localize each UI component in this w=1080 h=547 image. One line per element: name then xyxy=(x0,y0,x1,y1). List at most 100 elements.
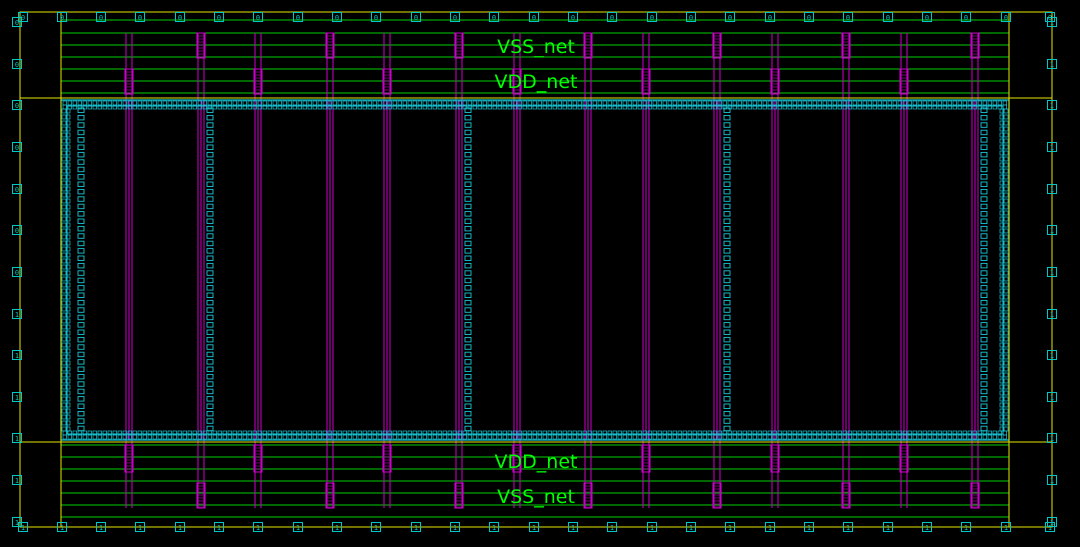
svg-text:0: 0 xyxy=(689,14,693,22)
vdd-strap-2 xyxy=(383,33,391,508)
svg-text:0: 0 xyxy=(650,14,654,22)
pin-top-10: 0 xyxy=(411,12,421,22)
vdd-strap-6 xyxy=(900,33,908,508)
pin-top-18: 0 xyxy=(725,12,735,22)
strap-via-column-1 xyxy=(206,107,214,432)
pin-bottom-16: 1 xyxy=(647,522,657,532)
svg-text:1: 1 xyxy=(414,524,418,532)
svg-text:0: 0 xyxy=(15,269,19,277)
svg-text:1: 1 xyxy=(138,524,142,532)
vss-strap-6 xyxy=(971,33,979,508)
core-power-ring xyxy=(60,99,1010,441)
pin-bottom-14: 1 xyxy=(568,522,578,532)
pin-bottom-2: 1 xyxy=(96,522,106,532)
vss-strap-3 xyxy=(584,33,592,508)
pin-left-4: 0 xyxy=(12,184,22,194)
pin-right-3: 1 xyxy=(1047,142,1057,152)
pin-top-16: 0 xyxy=(647,12,657,22)
pin-bottom-19: 1 xyxy=(765,522,775,532)
pin-right-5: 1 xyxy=(1047,225,1057,235)
svg-text:1: 1 xyxy=(15,394,19,402)
pin-top-2: 0 xyxy=(96,12,106,22)
vdd-strap-4 xyxy=(642,33,650,508)
svg-text:1: 1 xyxy=(807,524,811,532)
svg-text:0: 0 xyxy=(1004,14,1008,22)
svg-text:1: 1 xyxy=(60,524,64,532)
vss-stub-top-0 xyxy=(196,32,206,59)
svg-text:1: 1 xyxy=(15,435,19,443)
pin-bottom-15: 1 xyxy=(607,522,617,532)
pin-bottom-25: 1 xyxy=(1001,522,1011,532)
net-labels: VSS_net VDD_net VDD_net VSS_net xyxy=(495,36,578,508)
pin-top-20: 0 xyxy=(804,12,814,22)
pin-top-15: 0 xyxy=(607,12,617,22)
pin-top-21: 0 xyxy=(843,12,853,22)
svg-text:0: 0 xyxy=(964,14,968,22)
svg-text:0: 0 xyxy=(768,14,772,22)
pin-right-6: 1 xyxy=(1047,267,1057,277)
svg-text:0: 0 xyxy=(610,14,614,22)
pin-left-3: 0 xyxy=(12,142,22,152)
svg-text:0: 0 xyxy=(296,14,300,22)
strap-via-column-4 xyxy=(980,107,988,432)
svg-text:1: 1 xyxy=(1050,477,1054,485)
strap-via-column-2 xyxy=(464,107,472,432)
vss-strap-4 xyxy=(713,33,721,508)
vss-strap-1 xyxy=(326,33,334,508)
svg-text:1: 1 xyxy=(1050,227,1054,235)
pin-bottom-11: 1 xyxy=(450,522,460,532)
pin-left-11: 1 xyxy=(12,475,22,485)
svg-text:0: 0 xyxy=(15,19,19,27)
pin-top-4: 0 xyxy=(175,12,185,22)
strap-via-column-0 xyxy=(77,107,85,432)
svg-text:0: 0 xyxy=(99,14,103,22)
pin-left-5: 0 xyxy=(12,225,22,235)
pin-top-8: 0 xyxy=(332,12,342,22)
vdd-net-label-top: VDD_net xyxy=(495,71,578,93)
pin-left-7: 1 xyxy=(12,309,22,319)
svg-text:1: 1 xyxy=(768,524,772,532)
vss-stub-top-2 xyxy=(454,32,464,59)
svg-text:1: 1 xyxy=(728,524,732,532)
pin-bottom-5: 1 xyxy=(214,522,224,532)
pin-top-24: 0 xyxy=(961,12,971,22)
svg-text:1: 1 xyxy=(846,524,850,532)
svg-text:1: 1 xyxy=(1050,102,1054,110)
pin-left-9: 1 xyxy=(12,392,22,402)
vss-net-label-bottom: VSS_net xyxy=(497,486,575,508)
pin-bottom-7: 1 xyxy=(293,522,303,532)
svg-text:1: 1 xyxy=(1050,61,1054,69)
pin-top-9: 0 xyxy=(371,12,381,22)
ring-vias-bottom-row-2 xyxy=(62,434,1007,440)
pin-bottom-12: 1 xyxy=(489,522,499,532)
pin-right-7: 1 xyxy=(1047,309,1057,319)
pin-bottom-9: 1 xyxy=(371,522,381,532)
svg-text:1: 1 xyxy=(1050,19,1054,27)
pin-bottom-10: 1 xyxy=(411,522,421,532)
svg-text:1: 1 xyxy=(1048,524,1052,532)
pin-top-5: 0 xyxy=(214,12,224,22)
pin-top-1: 0 xyxy=(57,12,67,22)
vss-stub-bottom-6 xyxy=(970,482,980,509)
pin-left-0: 0 xyxy=(12,17,22,27)
vss-stub-top-3 xyxy=(583,32,593,59)
vdd-stub-top-3 xyxy=(512,68,522,95)
vdd-stub-bottom-5 xyxy=(770,444,780,473)
pin-left-8: 1 xyxy=(12,350,22,360)
pin-top-22: 0 xyxy=(883,12,893,22)
vdd-stub-top-2 xyxy=(382,68,392,95)
svg-text:0: 0 xyxy=(15,61,19,69)
svg-text:1: 1 xyxy=(178,524,182,532)
pin-left-10: 1 xyxy=(12,433,22,443)
strap-via-column-3 xyxy=(723,107,731,432)
power-rails xyxy=(61,19,1009,518)
vdd-strap-5 xyxy=(771,33,779,508)
ring-vias-right-col-2 xyxy=(1003,108,1009,432)
vss-stub-top-6 xyxy=(970,32,980,59)
pin-right-4: 1 xyxy=(1047,184,1057,194)
svg-text:0: 0 xyxy=(15,186,19,194)
pin-bottom-17: 1 xyxy=(686,522,696,532)
vdd-stub-bottom-2 xyxy=(382,444,392,473)
svg-text:1: 1 xyxy=(689,524,693,532)
svg-text:1: 1 xyxy=(886,524,890,532)
